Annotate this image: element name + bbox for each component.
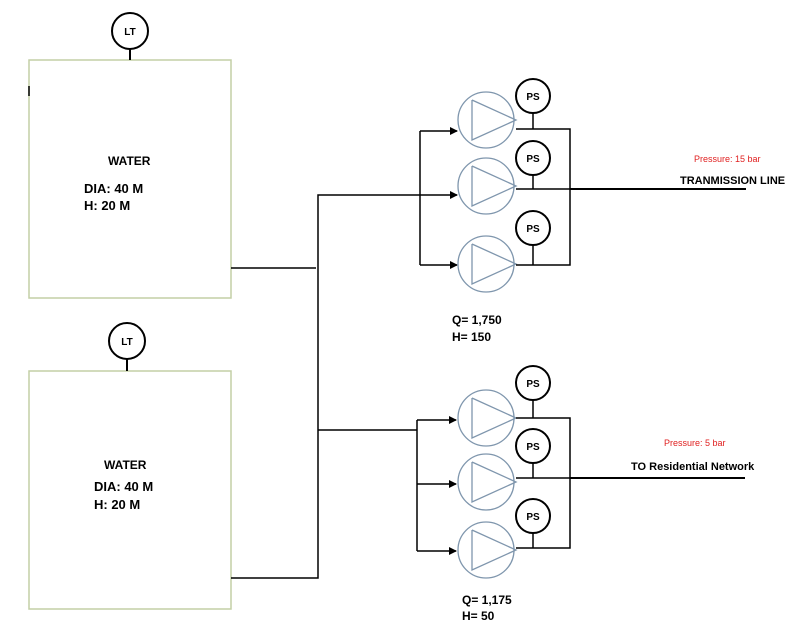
station-1-pressure-switch-1: PS (515, 78, 551, 129)
tank-1-level-transmitter: LT (111, 12, 149, 60)
station-2-pressure-switch-2: PS (515, 428, 551, 478)
station-1-ps-3-label: PS (526, 224, 540, 235)
station-2-pressure-switch-1: PS (515, 365, 551, 418)
tank-2-level-transmitter: LT (108, 322, 146, 371)
tank-1-height: H: 20 M (84, 198, 130, 213)
station-2-ps-2-label: PS (526, 442, 540, 453)
station-1-flow: Q= 1,750 (452, 313, 502, 327)
station-2-pressure-switch-3: PS (515, 498, 551, 548)
pump-1b (457, 157, 518, 215)
station-2-pumps: PS PS PS (416, 365, 745, 579)
tank-2: WATER DIA: 40 M H: 20 M (28, 370, 232, 610)
station-2-destination: TO Residential Network (631, 461, 755, 473)
station-1-head: H= 150 (452, 330, 491, 344)
tank-1-diameter: DIA: 40 M (84, 181, 143, 196)
station-2-pressure: Pressure: 5 bar (664, 438, 726, 448)
station-1-pressure-switch-2: PS (515, 140, 551, 189)
pump-1a (457, 91, 518, 149)
station-1-pressure: Pressure: 15 bar (694, 154, 761, 164)
station-1-ps-2-label: PS (526, 154, 540, 165)
pump-2b (457, 453, 518, 511)
tank-1-medium: WATER (108, 154, 151, 168)
tank-2-medium: WATER (104, 458, 147, 472)
station-1-ps-1-label: PS (526, 92, 540, 103)
station-1-destination: TRANMISSION LINE (680, 175, 785, 187)
station-2-ps-3-label: PS (526, 512, 540, 523)
pump-1c (457, 235, 518, 293)
tank-1: WATER DIA: 40 M H: 20 M (28, 59, 232, 299)
pump-2c (457, 521, 518, 579)
station-2-head: H= 50 (462, 609, 495, 623)
suction-piping (231, 194, 420, 579)
tank-2-lt-label: LT (121, 337, 132, 348)
pump-2a (457, 389, 518, 447)
station-1-pressure-switch-3: PS (515, 210, 551, 265)
tank-1-lt-label: LT (124, 27, 135, 38)
station-1-pumps: PS PS PS (419, 78, 746, 293)
tank-2-diameter: DIA: 40 M (94, 479, 153, 494)
tank-2-height: H: 20 M (94, 497, 140, 512)
station-2-flow: Q= 1,175 (462, 593, 512, 607)
station-2-ps-1-label: PS (526, 379, 540, 390)
